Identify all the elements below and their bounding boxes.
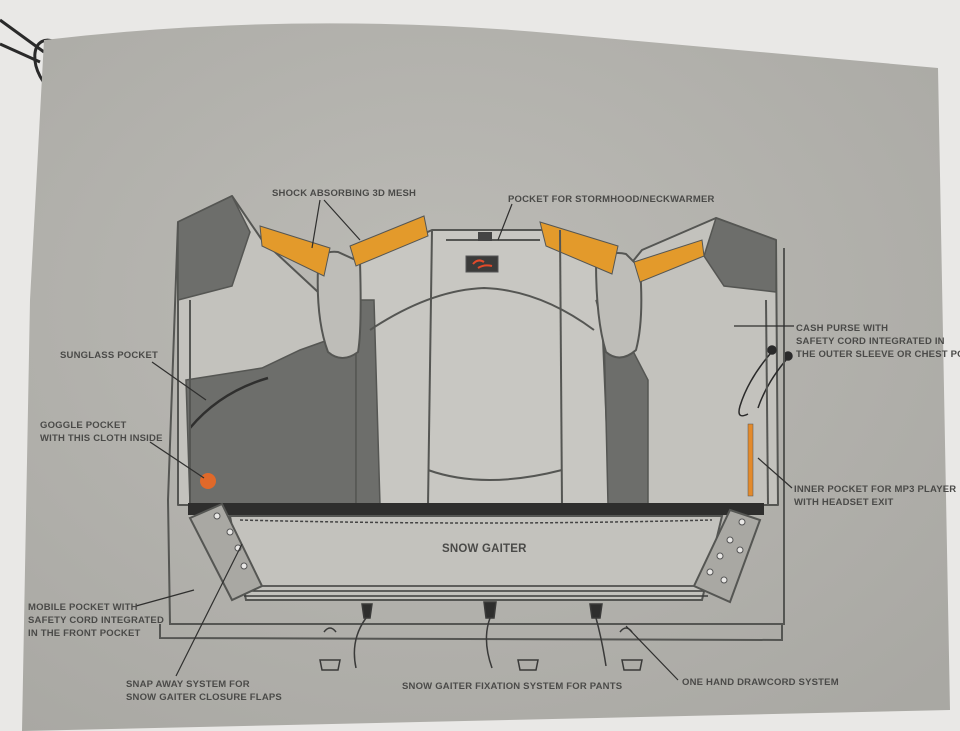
leader-mobile	[135, 589, 195, 607]
outer-frame	[159, 221, 785, 642]
leader-stormhood	[497, 203, 513, 241]
leader-snap-away	[175, 543, 243, 677]
snap-buttons	[213, 512, 746, 584]
label-snow-gaiter: SNOW GAITER	[442, 543, 527, 555]
center-seams	[369, 229, 595, 506]
label-mobile-pocket: MOBILE POCKET WITH SAFETY CORD INTEGRATE…	[28, 602, 167, 639]
inner-pocket-zipper	[747, 423, 754, 497]
waist-band	[188, 503, 764, 515]
label-sunglass-pocket: SUNGLASS POCKET	[60, 350, 158, 361]
cash-purse-cord	[738, 345, 793, 417]
leader-drawcord	[625, 625, 679, 681]
snow-gaiter	[228, 515, 724, 601]
gaiter-zipper	[239, 519, 713, 524]
label-shock-mesh: SHOCK ABSORBING 3D MESH	[272, 188, 416, 199]
label-inner-pocket: INNER POCKET FOR MP3 PLAYER WITH HEADSET…	[794, 484, 959, 508]
label-drawcord: ONE HAND DRAWCORD SYSTEM	[682, 677, 839, 688]
leader-mesh-1	[311, 199, 321, 249]
label-snap-away: SNAP AWAY SYSTEM FOR SNOW GAITER CLOSURE…	[126, 679, 282, 703]
gaiter-stripes	[240, 585, 712, 597]
right-closure-flap	[692, 508, 762, 604]
label-cash-purse: CASH PURSE WITH SAFETY CORD INTEGRATED I…	[796, 323, 960, 360]
leader-lines	[135, 199, 794, 681]
sleeve-openings	[316, 250, 643, 359]
sunglass-pocket-seam	[189, 376, 269, 429]
mesh-patch-1	[259, 225, 331, 277]
leader-sunglass	[151, 361, 207, 401]
mesh-patch-2	[349, 215, 429, 267]
dark-panels	[177, 195, 777, 506]
callout-labels: SHOCK ABSORBING 3D MESH POCKET FOR STORM…	[28, 188, 960, 703]
label-fixation-system: SNOW GAITER FIXATION SYSTEM FOR PANTS	[402, 681, 622, 692]
stormhood-pocket-tab	[478, 232, 492, 241]
mesh-patch-4	[633, 239, 705, 283]
label-stormhood-pocket: POCKET FOR STORMHOOD/NECKWARMER	[508, 194, 715, 205]
kjus-logo	[465, 255, 499, 273]
fixation-clips	[319, 601, 643, 671]
closure-flaps	[188, 502, 762, 604]
goggle-pocket-marker	[200, 473, 216, 489]
leader-inner-pocket	[757, 457, 793, 489]
left-closure-flap	[188, 502, 264, 602]
leader-mesh-2	[323, 199, 361, 241]
label-goggle-pocket: GOGGLE POCKET WITH THIS CLOTH INSIDE	[40, 420, 163, 444]
leader-goggle	[149, 441, 205, 479]
